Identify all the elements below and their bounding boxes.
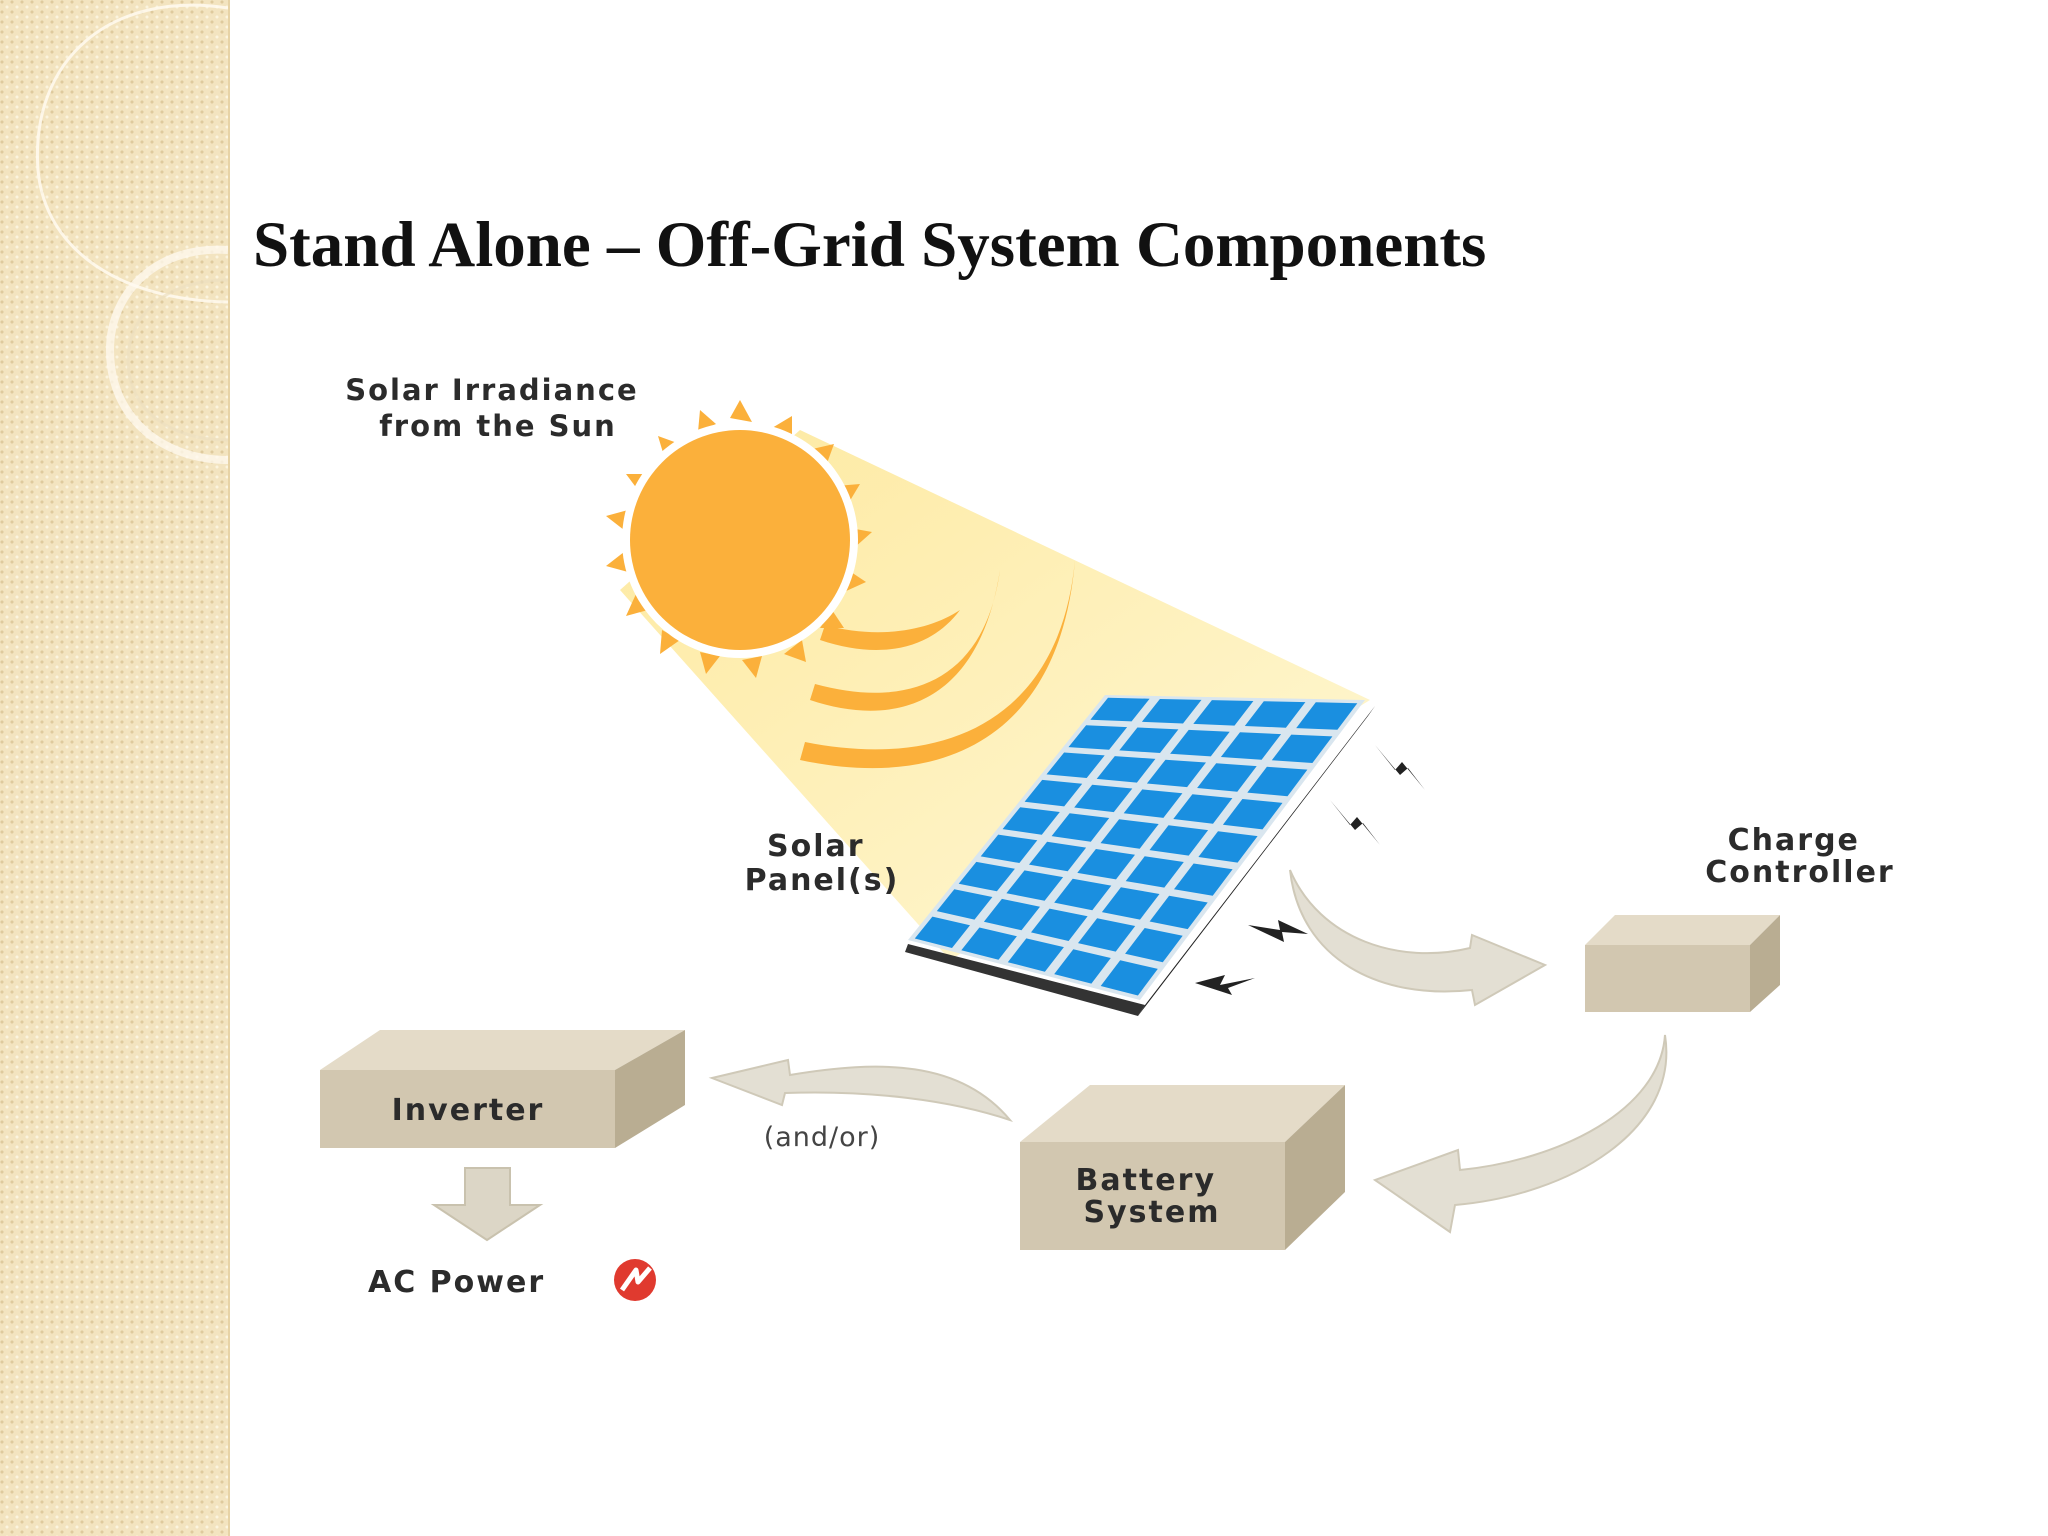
battery-system-box xyxy=(1020,1085,1345,1250)
solar-panel-icon xyxy=(905,695,1375,1016)
panel-cell xyxy=(1123,789,1183,818)
panel-cell xyxy=(983,898,1040,931)
panel-cell xyxy=(1007,938,1064,972)
panel-cell xyxy=(1068,725,1128,750)
panel-cell xyxy=(1006,870,1064,901)
ac-power-label: AC Power xyxy=(368,1265,545,1300)
inverter-box xyxy=(320,1030,685,1148)
panel-cell xyxy=(1174,863,1233,896)
panel-cell xyxy=(1090,697,1150,722)
panel-cell xyxy=(1220,732,1282,760)
panel-cell xyxy=(1173,794,1233,824)
panel-cell xyxy=(1077,849,1135,880)
panel-cell xyxy=(936,889,993,920)
swirl-decoration xyxy=(35,3,228,464)
panel-cell xyxy=(1125,928,1183,963)
panel-cell xyxy=(914,916,970,948)
panel-cell xyxy=(980,834,1038,863)
panel-cell xyxy=(961,927,1017,960)
panel-cell xyxy=(1149,895,1208,930)
panel-cell xyxy=(1193,700,1254,726)
panel-cell xyxy=(1100,819,1159,849)
and-or-label: (and/or) xyxy=(764,1122,881,1153)
panel-cell xyxy=(1054,949,1111,984)
panel-cell xyxy=(1078,918,1136,952)
panel-cell xyxy=(1149,825,1209,856)
arrow-inverter-to-ac xyxy=(430,1167,544,1242)
panel-cell xyxy=(1247,766,1308,797)
panel-cell xyxy=(1031,908,1088,941)
panel-cell xyxy=(1125,856,1184,888)
arrow-battery-to-inverter xyxy=(708,1058,1014,1123)
panel-cell xyxy=(1146,759,1206,788)
solar-panel-label: Solar Panel(s) xyxy=(745,829,900,898)
panel-cell xyxy=(1051,813,1110,842)
ac-power-icon xyxy=(614,1259,656,1301)
battery-system-label: Battery System xyxy=(1076,1163,1229,1230)
panel-cell xyxy=(1101,887,1160,920)
panel-cell xyxy=(1244,701,1306,728)
sun-label: Solar Irradiance from the Sun xyxy=(345,373,651,443)
decorative-sidebar xyxy=(0,0,230,1536)
panel-cell xyxy=(1119,727,1179,753)
slide-title: Stand Alone – Off-Grid System Components xyxy=(253,209,1487,281)
panel-cell xyxy=(1170,729,1230,757)
panel-cell xyxy=(1002,807,1060,835)
panel-cell xyxy=(1046,752,1105,778)
panel-cell xyxy=(1222,799,1283,830)
panel-cell xyxy=(1024,779,1083,807)
panel-cell xyxy=(1271,734,1333,763)
panel-cell xyxy=(1197,763,1257,792)
panel-cell xyxy=(1198,831,1258,863)
panel-cell xyxy=(1096,756,1156,783)
panel-cell xyxy=(1296,702,1358,730)
radiation-arcs xyxy=(800,560,1075,769)
panel-cells xyxy=(914,697,1358,996)
panel-cell xyxy=(1029,841,1087,872)
charge-controller-label: Charge Controller xyxy=(1705,823,1894,890)
arrow-controller-to-battery xyxy=(1372,1034,1668,1234)
panel-cell xyxy=(1100,960,1158,996)
lightning-bolts xyxy=(1195,745,1425,995)
panel-cell xyxy=(958,861,1015,892)
panel-cell xyxy=(1074,784,1133,813)
panel-cell xyxy=(1141,699,1202,724)
arrow-panel-to-controller xyxy=(1289,869,1548,1007)
inverter-label: Inverter xyxy=(392,1093,545,1128)
sun-disc xyxy=(630,430,850,650)
charge-controller-box xyxy=(1585,915,1780,1012)
panel-cell xyxy=(1054,878,1112,911)
